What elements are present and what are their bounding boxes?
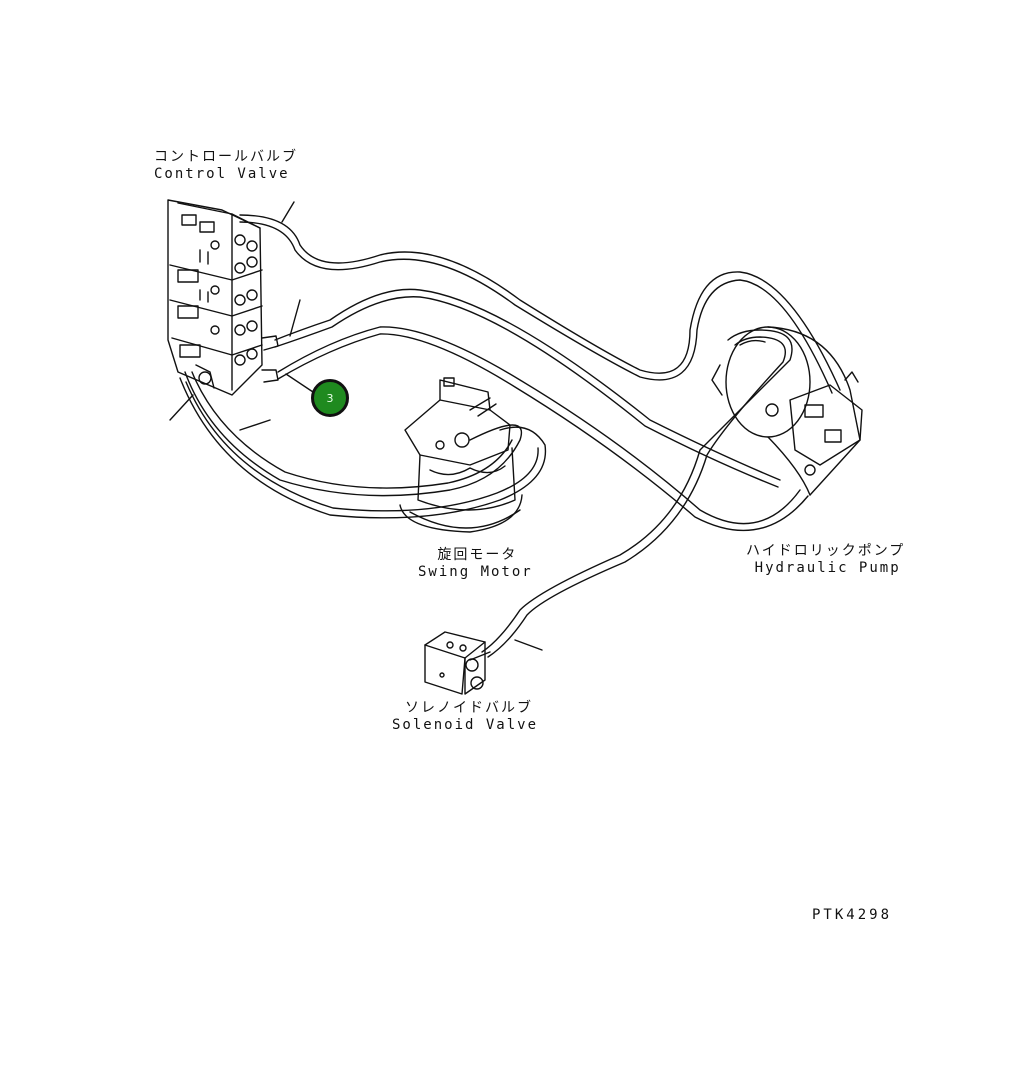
part-callout-3[interactable]: 3: [311, 379, 349, 417]
control-valve-label-en: Control Valve: [154, 166, 290, 182]
swing-motor-label: 旋回モータ Swing Motor: [418, 547, 533, 581]
control-valve-drawing: [167, 199, 279, 396]
control-valve-label: コントロールバルブ Control Valve: [154, 149, 298, 183]
control-valve-label-jp: コントロールバルブ: [154, 149, 298, 165]
swing-motor-label-jp: 旋回モータ: [437, 547, 518, 563]
hydraulic-pump-label: ハイドロリックポンプ Hydraulic Pump: [746, 543, 905, 577]
solenoid-valve-label-en: Solenoid Valve: [392, 717, 539, 733]
hydraulic-pump-label-en: Hydraulic Pump: [754, 560, 901, 576]
leader-lines: [169, 201, 543, 651]
swing-motor-drawing: [399, 377, 523, 533]
solenoid-valve-label: ソレノイドバルブ Solenoid Valve: [392, 700, 538, 734]
solenoid-valve-label-jp: ソレノイドバルブ: [405, 700, 533, 716]
drawing-code: PTK4298: [812, 907, 893, 923]
swing-motor-label-en: Swing Motor: [418, 564, 533, 580]
hydraulic-pump-label-jp: ハイドロリックポンプ: [746, 543, 906, 559]
hydraulic-pump-drawing: [711, 326, 863, 496]
solenoid-valve-drawing: [424, 631, 491, 695]
hoses: [179, 214, 841, 658]
